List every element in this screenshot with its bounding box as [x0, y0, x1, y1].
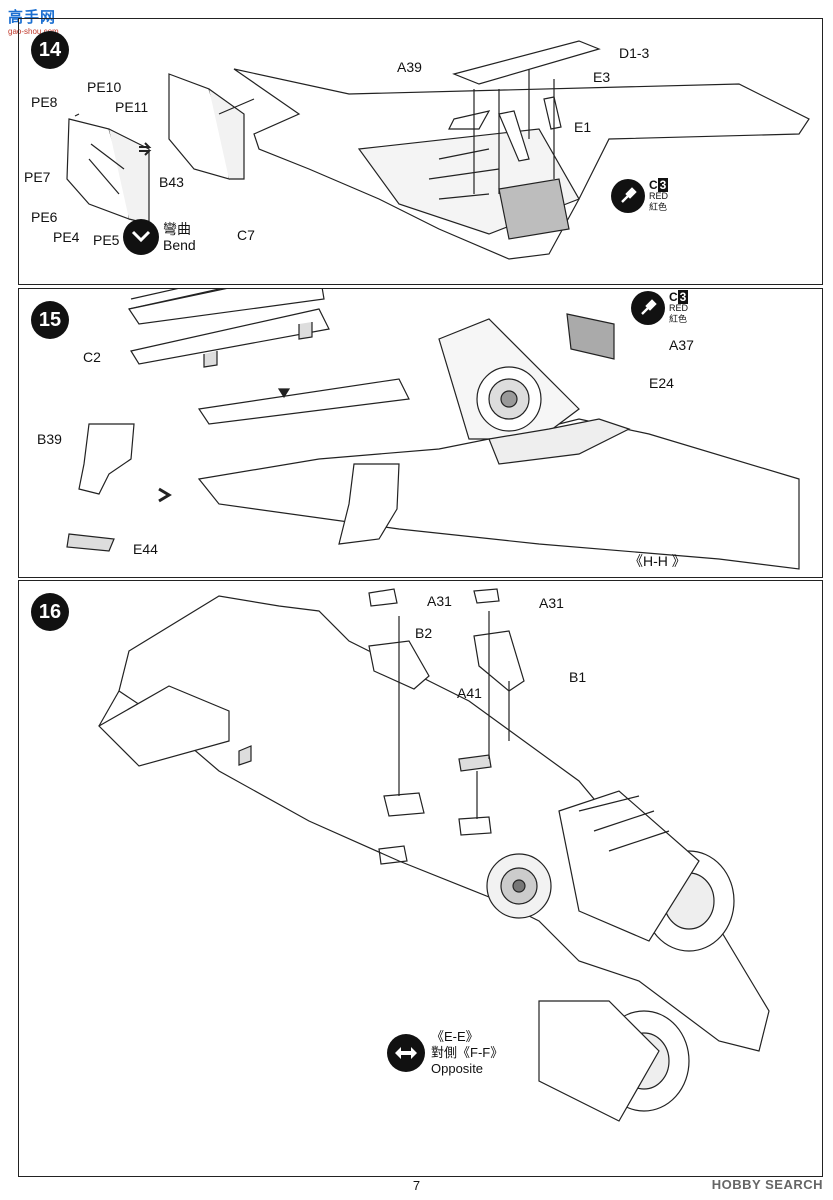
part-label-a41: A41: [457, 685, 482, 701]
part-label-pe7: PE7: [24, 169, 51, 185]
site-watermark: 高手网 gao-shou.com: [8, 6, 59, 36]
bend-icon: [123, 219, 159, 255]
page-number: 7: [412, 1178, 421, 1193]
bend-label-en: Bend: [163, 237, 196, 253]
step-16-illustration: [19, 581, 822, 1176]
step-number-14: 14: [31, 31, 69, 69]
part-label-b43: B43: [159, 174, 184, 190]
step-15-illustration: [19, 289, 822, 577]
part-label-e1: E1: [574, 119, 592, 135]
paint-color-cn: 紅色: [649, 201, 668, 212]
paint-brush-icon: [631, 291, 665, 325]
part-label-pe10: PE10: [87, 79, 122, 95]
part-label-e44: E44: [133, 541, 158, 557]
view-label-f-f: 對側《F-F》: [431, 1045, 504, 1060]
double-arrow-icon: [387, 1034, 425, 1072]
part-label-pe4: PE4: [53, 229, 80, 245]
paint-brush-icon: [611, 179, 645, 213]
part-label-b2: B2: [415, 625, 433, 641]
part-label-pe11: PE11: [115, 99, 149, 115]
view-label-h-h: 《H-H 》: [629, 553, 686, 569]
opposite-label-en: Opposite: [431, 1061, 484, 1076]
opposite-views-callout: 《E-E》 對側《F-F》 Opposite: [387, 1029, 503, 1077]
paint-code-number: 3: [677, 289, 689, 304]
part-label-a39: A39: [397, 59, 422, 75]
bend-instruction: 彎曲 Bend: [123, 219, 196, 255]
step-14-illustration: [19, 19, 822, 284]
part-label-c7: C7: [237, 227, 255, 243]
part-label-a37: A37: [669, 337, 694, 353]
part-label-a31-right: A31: [539, 595, 564, 611]
step-number-16: 16: [31, 593, 69, 631]
paint-code-letter: C: [649, 177, 658, 192]
part-label-pe6: PE6: [31, 209, 58, 225]
paint-color-en: RED: [669, 302, 689, 313]
watermark-url: gao-shou.com: [8, 27, 59, 36]
part-label-pe5: PE5: [93, 232, 120, 248]
part-label-c2: C2: [83, 349, 101, 365]
step-14-panel: 14 PE8 PE10 PE11 PE7 PE6 PE4 PE5 B43 A39…: [18, 18, 823, 285]
step-16-panel: 16 A31 A31 B2 B1 A41 《E-E》 對側《F-F》 Oppos…: [18, 580, 823, 1177]
paint-color-cn: 紅色: [669, 313, 688, 324]
part-label-a31-left: A31: [427, 593, 452, 609]
paint-code-letter: C: [669, 289, 678, 304]
part-label-d1-3: D1-3: [619, 45, 650, 61]
part-label-e24: E24: [649, 375, 674, 391]
part-label-b1: B1: [569, 669, 587, 685]
part-label-pe8: PE8: [31, 94, 58, 110]
part-label-b39: B39: [37, 431, 62, 447]
paint-color-en: RED: [649, 190, 669, 201]
step-number-15: 15: [31, 301, 69, 339]
bend-label-cn: 彎曲: [163, 221, 191, 237]
view-label-e-e: 《E-E》: [431, 1029, 479, 1044]
part-label-e3: E3: [593, 69, 611, 85]
watermark-site-name: 高手网: [8, 9, 57, 26]
paint-code-number: 3: [657, 177, 669, 192]
hobby-search-brand: HOBBY SEARCH: [711, 1177, 823, 1192]
